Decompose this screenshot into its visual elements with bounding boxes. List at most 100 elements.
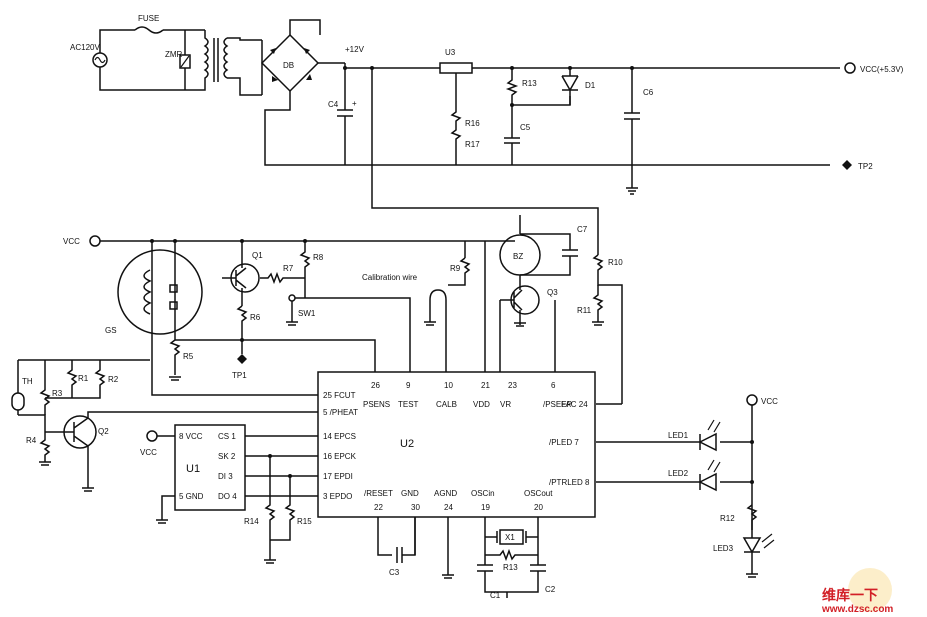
u2-pin-name: CALB xyxy=(436,400,457,409)
u2-pin-name: TEST xyxy=(398,400,419,409)
led1-label: LED1 xyxy=(668,431,689,440)
u1-left-pins: 8 VCC 5 GND xyxy=(179,432,204,501)
gas-sensor-section: VCC GS R5 Q1 R6 TP1 R7 R8 SW1 Calibrati xyxy=(63,235,515,396)
sw1-contact xyxy=(288,294,296,302)
r4-resistor xyxy=(18,414,51,462)
fuse-label: FUSE xyxy=(138,14,159,23)
r4-label: R4 xyxy=(26,436,37,445)
u2-pin-name: GND xyxy=(401,489,419,498)
fuse-icon xyxy=(134,26,164,34)
c5-capacitor xyxy=(504,105,520,165)
u2-pin-number: 19 xyxy=(481,503,490,512)
c3-capacitor xyxy=(377,517,416,563)
r9-label: R9 xyxy=(450,264,461,273)
r5-label: R5 xyxy=(183,352,194,361)
u2-pin-label: /PTRLED 8 xyxy=(549,478,590,487)
zmr-varistor xyxy=(179,54,191,69)
c5-label: C5 xyxy=(520,123,531,132)
u1-body xyxy=(174,424,246,511)
r3-resistor xyxy=(39,360,51,415)
ac-label: AC120V xyxy=(70,43,100,52)
u2-pin-name: AGND xyxy=(434,489,457,498)
led3-emission-icon xyxy=(761,533,775,549)
r10-label: R10 xyxy=(608,258,623,267)
oscillator-section: C3 X1 R13 C1 C2 xyxy=(377,517,556,600)
r15-resistor xyxy=(270,476,296,541)
u2-pin-number: 23 xyxy=(508,381,517,390)
u2-pin-label: 16 EPCK xyxy=(323,452,357,461)
r13b-resistor xyxy=(485,548,538,562)
calibration-wire xyxy=(429,289,447,372)
u2-pin-name: VDD xyxy=(473,400,490,409)
power-supply: +12V C4 + U3 R13 D1 R16 R17 C5 C6 VCC(+5 xyxy=(328,45,904,255)
tp1-icon xyxy=(237,354,247,364)
r13-label: R13 xyxy=(522,79,537,88)
u2-pin-number: 10 xyxy=(444,381,453,390)
r8-label: R8 xyxy=(313,253,324,262)
r6-label: R6 xyxy=(250,313,261,322)
r9-resistor xyxy=(448,257,471,286)
r16-r17-resistors xyxy=(450,73,462,165)
q2-label: Q2 xyxy=(98,427,109,436)
r1-resistor xyxy=(66,360,78,398)
led-vcc-terminal xyxy=(746,394,758,406)
r1-label: R1 xyxy=(78,374,89,383)
r16-label: R16 xyxy=(465,119,480,128)
gas-sensor xyxy=(117,249,203,335)
r2-label: R2 xyxy=(108,375,119,384)
r13b-label: R13 xyxy=(503,563,518,572)
r12-label: R12 xyxy=(720,514,735,523)
d1-diode xyxy=(561,68,579,105)
led3-diode xyxy=(742,537,762,574)
led3-label: LED3 xyxy=(713,544,734,553)
u2-pin-label: 3 EPDO xyxy=(323,492,352,501)
c7-label: C7 xyxy=(577,225,588,234)
r7-resistor xyxy=(260,271,305,285)
q3-transistor xyxy=(510,285,540,315)
d1-label: D1 xyxy=(585,81,596,90)
r11-resistor xyxy=(592,285,604,322)
u2-pin-number: 22 xyxy=(374,503,383,512)
u3-regulator xyxy=(439,62,473,74)
x1-crystal xyxy=(499,529,524,545)
r10-resistor xyxy=(592,254,623,372)
svg-text:+: + xyxy=(352,99,357,108)
u2-fac-label: FAC 24 xyxy=(561,400,588,409)
zmr-label: ZMR xyxy=(165,50,183,59)
r6-resistor xyxy=(236,305,248,340)
u2-pin-number: 6 xyxy=(551,381,556,390)
led2-label: LED2 xyxy=(668,469,689,478)
sensor-heater-coil xyxy=(143,269,152,315)
watermark-logo xyxy=(848,568,892,612)
u1-pin-label: SK 2 xyxy=(218,452,236,461)
watermark-cn: 维库一下 xyxy=(822,587,878,604)
led-section: VCC LED1 LED2 R12 LED3 xyxy=(596,394,778,578)
r3-label: R3 xyxy=(52,389,63,398)
u2-pin-number: 30 xyxy=(411,503,420,512)
u2-pin-number: 9 xyxy=(406,381,411,390)
r2-resistor xyxy=(45,360,106,399)
thermistor xyxy=(11,392,25,411)
c7-capacitor xyxy=(520,233,578,276)
bridge-rectifier: DB xyxy=(260,19,830,166)
u1-pin-label: 8 VCC xyxy=(179,432,203,441)
c6-capacitor xyxy=(624,68,640,188)
u2-pin-number: 21 xyxy=(481,381,490,390)
u2-pin-number: 20 xyxy=(534,503,543,512)
sine-icon xyxy=(94,56,106,64)
vcc-out-label: VCC(+5.3V) xyxy=(860,65,904,74)
u2-pin-name: OSCin xyxy=(471,489,495,498)
transformer-secondary xyxy=(223,37,229,79)
tp1-label: TP1 xyxy=(232,371,247,380)
u1-pin-label: 5 GND xyxy=(179,492,204,501)
led2-diode xyxy=(698,472,717,492)
c6-label: C6 xyxy=(643,88,654,97)
led1-diode xyxy=(698,432,717,452)
u1-vcc-label: VCC xyxy=(140,448,157,457)
vcc-left-label: VCC xyxy=(63,237,80,246)
